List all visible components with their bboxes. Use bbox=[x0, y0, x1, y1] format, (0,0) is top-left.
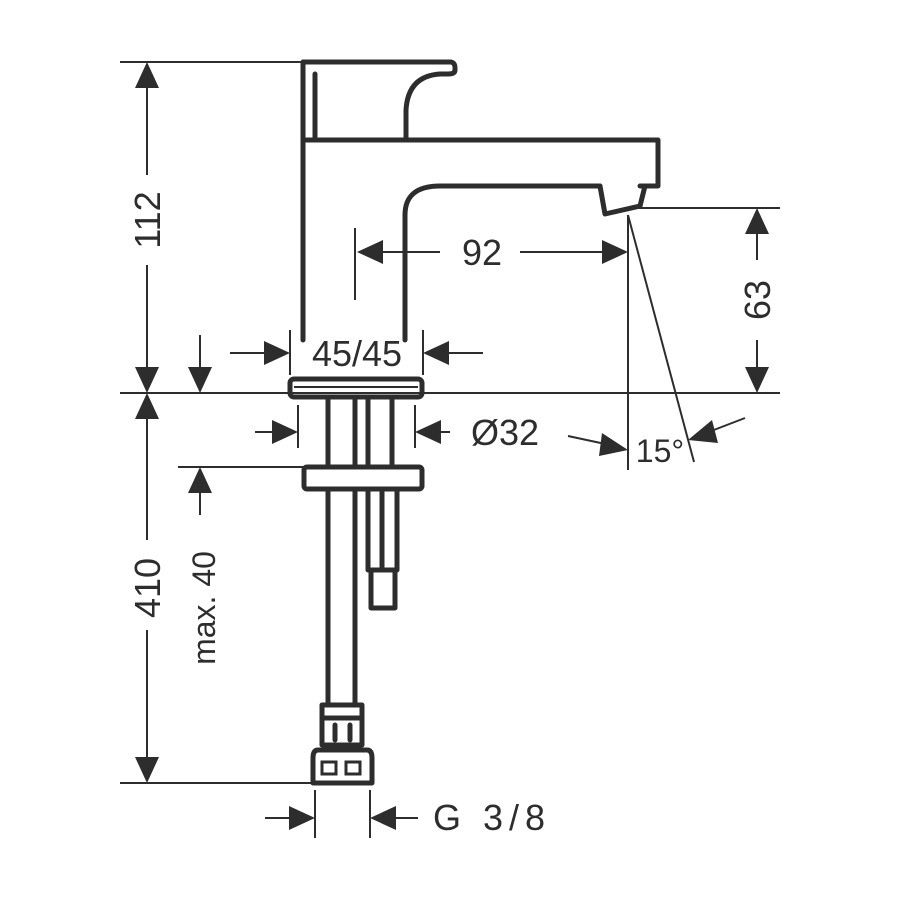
aerator bbox=[597, 183, 648, 217]
dim-rotation-label: 45/45 bbox=[312, 333, 402, 374]
dim-112-label: 112 bbox=[127, 191, 168, 248]
faucet-body bbox=[300, 59, 661, 343]
dim-spout-height-label: 63 bbox=[737, 280, 778, 320]
mounting-parts bbox=[287, 376, 425, 786]
extension-lines bbox=[120, 61, 780, 838]
dim-connection-label: G 3/8 bbox=[433, 797, 551, 838]
dim-diameter-label: Ø32 bbox=[471, 412, 539, 453]
dim-angle-label: 15° bbox=[636, 433, 684, 469]
dim-410-label: 410 bbox=[127, 558, 168, 618]
dimension-lines bbox=[135, 62, 769, 830]
dim-max40-label: max. 40 bbox=[186, 551, 222, 665]
dim-reach-label: 92 bbox=[462, 232, 502, 273]
